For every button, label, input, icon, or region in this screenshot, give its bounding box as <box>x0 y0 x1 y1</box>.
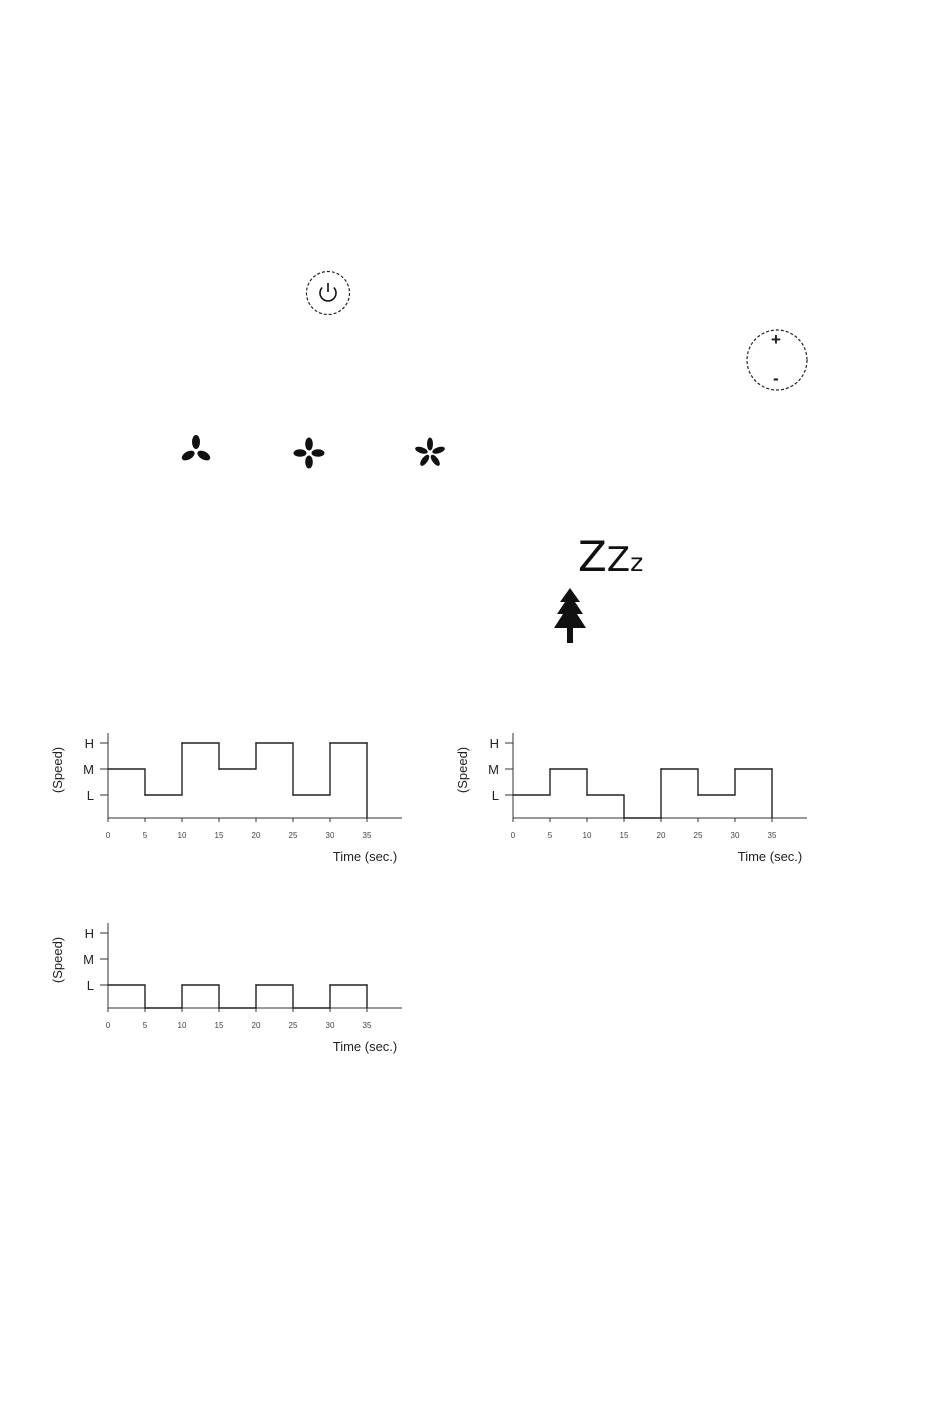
x-tick-label: 10 <box>178 831 187 840</box>
y-axis-label: (Speed) <box>50 747 65 793</box>
step-point <box>181 742 183 744</box>
step-point <box>697 794 699 796</box>
speed-adjust-dial[interactable]: + - <box>745 329 809 391</box>
sleep-letter-z-large: Z <box>578 532 607 581</box>
x-tick-label: 5 <box>143 1021 148 1030</box>
x-tick-label: 10 <box>178 1021 187 1030</box>
speed-step-series <box>108 985 367 1008</box>
x-axis-label: Time (sec.) <box>738 849 803 864</box>
step-point <box>107 768 109 770</box>
fan-high-icon[interactable] <box>412 436 448 470</box>
fan-low-icon[interactable] <box>178 434 214 468</box>
step-point <box>107 984 109 986</box>
step-point <box>181 984 183 986</box>
plus-button[interactable]: + <box>771 330 781 350</box>
x-tick-label: 25 <box>289 831 298 840</box>
step-point <box>292 1007 294 1009</box>
step-point <box>218 768 220 770</box>
x-tick-label: 25 <box>694 831 703 840</box>
y-tick-label: M <box>488 762 499 777</box>
x-tick-label: 15 <box>215 1021 224 1030</box>
y-tick-label: H <box>490 736 499 751</box>
step-point <box>366 984 368 986</box>
x-tick-label: 20 <box>252 831 261 840</box>
x-tick-label: 20 <box>657 831 666 840</box>
x-tick-label: 15 <box>215 831 224 840</box>
x-tick-label: 15 <box>620 831 629 840</box>
x-tick-label: 25 <box>289 1021 298 1030</box>
x-tick-label: 5 <box>143 831 148 840</box>
y-tick-label: M <box>83 952 94 967</box>
y-tick-label: L <box>87 978 94 993</box>
step-point <box>292 794 294 796</box>
fan-medium-icon[interactable] <box>291 436 327 470</box>
step-point <box>660 768 662 770</box>
step-point <box>255 984 257 986</box>
x-tick-label: 0 <box>106 1021 111 1030</box>
step-point <box>144 1007 146 1009</box>
x-tick-label: 35 <box>768 831 777 840</box>
x-tick-label: 0 <box>511 831 516 840</box>
tree-icon[interactable] <box>553 588 587 644</box>
x-tick-label: 30 <box>326 1021 335 1030</box>
minus-button[interactable]: - <box>773 369 779 389</box>
step-point <box>366 742 368 744</box>
step-point <box>329 984 331 986</box>
step-point <box>623 817 625 819</box>
step-point <box>512 794 514 796</box>
y-tick-label: L <box>87 788 94 803</box>
step-point <box>255 742 257 744</box>
sleep-letter-z-medium: Z <box>607 540 630 580</box>
x-tick-label: 35 <box>363 831 372 840</box>
speed-step-series <box>513 769 772 818</box>
step-point <box>144 794 146 796</box>
step-point <box>329 742 331 744</box>
y-tick-label: H <box>85 736 94 751</box>
y-tick-label: M <box>83 762 94 777</box>
step-point <box>218 1007 220 1009</box>
sleep-zzz-icon[interactable]: ZZz <box>578 536 643 578</box>
step-point <box>771 768 773 770</box>
step-point <box>734 768 736 770</box>
x-tick-label: 35 <box>363 1021 372 1030</box>
sleep-letter-z-small: z <box>630 548 643 577</box>
speed-step-series <box>108 743 367 818</box>
step-point <box>549 768 551 770</box>
x-tick-label: 0 <box>106 831 111 840</box>
y-tick-label: L <box>492 788 499 803</box>
step-point <box>586 794 588 796</box>
y-axis-label: (Speed) <box>50 937 65 983</box>
x-tick-label: 20 <box>252 1021 261 1030</box>
x-tick-label: 30 <box>326 831 335 840</box>
y-axis-label: (Speed) <box>455 747 470 793</box>
x-tick-label: 5 <box>548 831 553 840</box>
x-tick-label: 30 <box>731 831 740 840</box>
x-tick-label: 10 <box>583 831 592 840</box>
x-axis-label: Time (sec.) <box>333 1039 398 1054</box>
x-axis-label: Time (sec.) <box>333 849 398 864</box>
y-tick-label: H <box>85 926 94 941</box>
power-icon[interactable] <box>304 269 352 317</box>
